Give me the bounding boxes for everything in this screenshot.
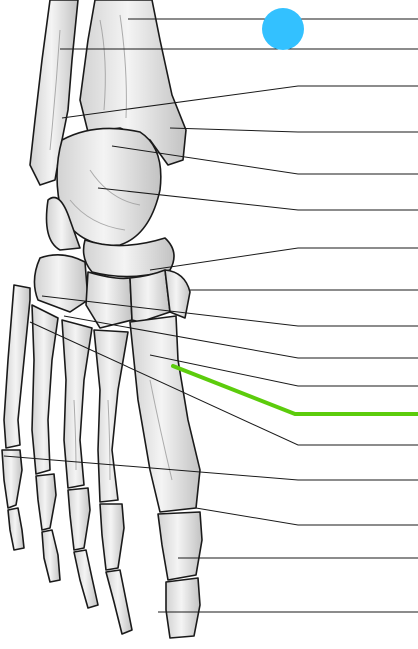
cuboid-bone — [33, 254, 89, 313]
metatarsal-4-bone — [31, 304, 59, 475]
distal-phalanx-1-bone — [165, 577, 201, 639]
proximal-phalanx-5-bone — [1, 449, 23, 509]
leader-line-5 — [111, 145, 418, 175]
bone-shading — [49, 14, 173, 481]
leader-line-14 — [3, 455, 418, 481]
middle-phalanx-2-bone — [105, 569, 133, 635]
metatarsal-5-bone — [3, 284, 31, 449]
leader-line-10 — [63, 315, 418, 359]
leader-line-6 — [97, 187, 418, 211]
highlighted-leader-line[interactable] — [171, 364, 418, 416]
middle-phalanx-4-bone — [41, 529, 61, 583]
leader-line-7 — [149, 247, 418, 271]
distal-phalanx-5-bone — [7, 507, 25, 551]
metatarsal-2-bone — [93, 329, 129, 503]
leader-lines — [3, 18, 418, 613]
medial-cuneiform-bone — [164, 269, 191, 319]
proximal-phalanx-1-bone — [157, 511, 203, 581]
leader-line-15 — [195, 507, 418, 526]
proximal-phalanx-3-bone — [67, 487, 91, 551]
leader-line-13 — [29, 321, 418, 446]
proximal-phalanx-2-bone — [99, 503, 125, 571]
lateral-cuneiform-bone — [85, 271, 133, 329]
leader-line-11 — [149, 354, 418, 387]
selection-marker-dot[interactable] — [262, 8, 304, 50]
proximal-phalanx-4-bone — [35, 473, 57, 531]
metatarsal-3-bone — [61, 319, 93, 489]
leader-line-4 — [169, 127, 418, 133]
navicular-bone — [82, 237, 175, 278]
middle-phalanx-3-bone — [73, 549, 99, 609]
intermediate-cuneiform-bone — [129, 269, 171, 323]
fibula-bone — [29, 0, 79, 186]
leader-line-3 — [61, 85, 418, 119]
metatarsal-1-bone — [129, 315, 201, 513]
bones — [1, 0, 203, 639]
leader-line-9 — [41, 295, 418, 327]
calcaneus-bone — [45, 196, 81, 251]
tibia-bone — [79, 0, 187, 166]
